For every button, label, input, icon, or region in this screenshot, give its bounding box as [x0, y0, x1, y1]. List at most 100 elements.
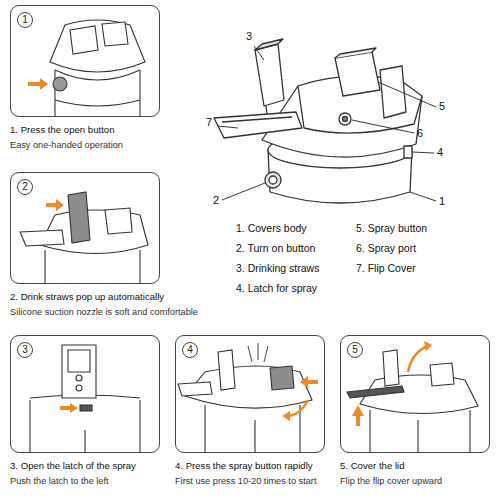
bottle-side [205, 405, 300, 452]
step-description: Push the latch to the left [10, 475, 173, 487]
turn-on-button [265, 172, 281, 188]
bottle-band [55, 100, 140, 106]
part-name: 7. Flip Cover [356, 262, 416, 274]
spray-button-shape [430, 363, 454, 386]
panel-3-drawing [30, 345, 140, 452]
step-heading: 3. Open the latch of the spray [10, 460, 173, 472]
flip-cover-shape [214, 112, 302, 138]
spray-latch [80, 405, 92, 411]
callout-number: 7 [206, 116, 212, 128]
leader-lines [218, 46, 436, 201]
part-name: 5. Spray button [356, 222, 427, 234]
bottle-side [30, 400, 140, 452]
straw-hole [76, 385, 82, 391]
step-panel: 5. Cover the lidFlip the flip cover upwa… [340, 335, 490, 453]
part-name: 2. Turn on button [236, 242, 315, 254]
turn-on-button-inner [269, 176, 277, 184]
callout-number: 2 [213, 194, 219, 206]
pop-arrow [46, 199, 64, 211]
flip-cover-open [178, 382, 212, 396]
leader-line [218, 126, 238, 128]
panel-5-drawing [347, 341, 478, 452]
step-description: First use press 10-20 times to start [175, 475, 343, 487]
step-number: 3 [22, 344, 28, 355]
leader-line [412, 152, 434, 153]
step-description: Easy one-handed operation [10, 139, 220, 151]
flip-curve-head [424, 341, 432, 351]
panel-2-drawing [20, 192, 148, 283]
step-caption: 4. Press the spray button rapidlyFirst u… [175, 460, 343, 487]
step-number-circle: 4 [182, 342, 198, 358]
bottle-side [55, 70, 140, 116]
step-panel: 1. Press the open buttonEasy one-handed … [10, 5, 160, 117]
latch-shape [404, 146, 412, 158]
inner-straw [84, 430, 85, 452]
step-caption: 5. Cover the lidFlip the flip cover upwa… [340, 460, 496, 487]
bottle-side [45, 250, 140, 283]
part-name: 6. Spray port [356, 242, 416, 254]
step-panel: 2. Drink straws pop up automaticallySili… [10, 172, 160, 284]
step-panel: 3. Open the latch of the sprayPush the l… [10, 335, 160, 453]
straw-popped-up [68, 192, 90, 243]
leader-line [222, 183, 265, 200]
part-name: 4. Latch for spray [236, 282, 317, 294]
step-number-circle: 2 [17, 179, 33, 195]
step-caption: 3. Open the latch of the sprayPush the l… [10, 460, 173, 487]
straw-shape [218, 350, 235, 390]
press-curve-head [282, 411, 290, 421]
panel-1-drawing [28, 20, 145, 116]
straw-shape [383, 350, 399, 386]
straw-top [255, 39, 283, 50]
step-description: Flip the flip cover upward [340, 475, 496, 487]
callout-number: 1 [439, 195, 445, 207]
spray-port-ring [339, 113, 351, 125]
step-number: 2 [22, 181, 28, 192]
step-number: 1 [22, 14, 28, 25]
step-heading: 1. Press the open button [10, 124, 220, 136]
spray-button-shape [105, 208, 132, 234]
straw-hole [76, 375, 82, 381]
step-number-circle: 5 [347, 342, 363, 358]
panel-4-drawing [178, 343, 318, 452]
flip-cover-edge [222, 117, 292, 122]
step-panel: 4. Press the spray button rapidlyFirst u… [175, 335, 325, 453]
step-number-circle: 1 [17, 12, 33, 28]
step-heading: 5. Cover the lid [340, 460, 496, 472]
step-heading: 4. Press the spray button rapidly [175, 460, 343, 472]
spray-button-shape [335, 52, 380, 96]
step-caption: 2. Drink straws pop up automaticallySili… [10, 291, 340, 318]
straw-cover [70, 26, 98, 54]
callout-number: 5 [439, 100, 445, 112]
part-name: 1. Covers body [236, 222, 307, 234]
leader-line [378, 82, 436, 107]
callout-number: 6 [417, 127, 423, 139]
callout-number: 3 [246, 30, 252, 42]
straw-front [62, 345, 96, 398]
step-number: 5 [352, 344, 358, 355]
step-caption: 1. Press the open buttonEasy one-handed … [10, 124, 220, 151]
spray-mist [248, 343, 268, 362]
flip-curve [408, 346, 428, 372]
inner-straw [254, 420, 255, 452]
callout-number: 4 [437, 146, 443, 158]
step-number-circle: 3 [17, 342, 33, 358]
leader-line [254, 46, 264, 60]
slide-arrow [60, 403, 78, 413]
press-arrow [300, 376, 318, 388]
bottle-side [370, 410, 470, 452]
spray-button-top [335, 48, 376, 58]
straw-window [68, 350, 90, 372]
push-arrow [28, 78, 48, 90]
spray-button-pressed [270, 366, 294, 390]
flip-cover-open [20, 230, 64, 246]
leader-line [352, 120, 414, 133]
main-lid-drawing [214, 39, 422, 203]
flip-cover-closing [347, 386, 404, 398]
inner-straw [417, 420, 418, 452]
lid-top [50, 20, 145, 72]
step-description: Silicone suction nozzle is soft and comf… [10, 306, 340, 318]
spray-button-shape [102, 22, 128, 46]
open-button [53, 77, 67, 91]
lift-arrow [352, 405, 364, 426]
